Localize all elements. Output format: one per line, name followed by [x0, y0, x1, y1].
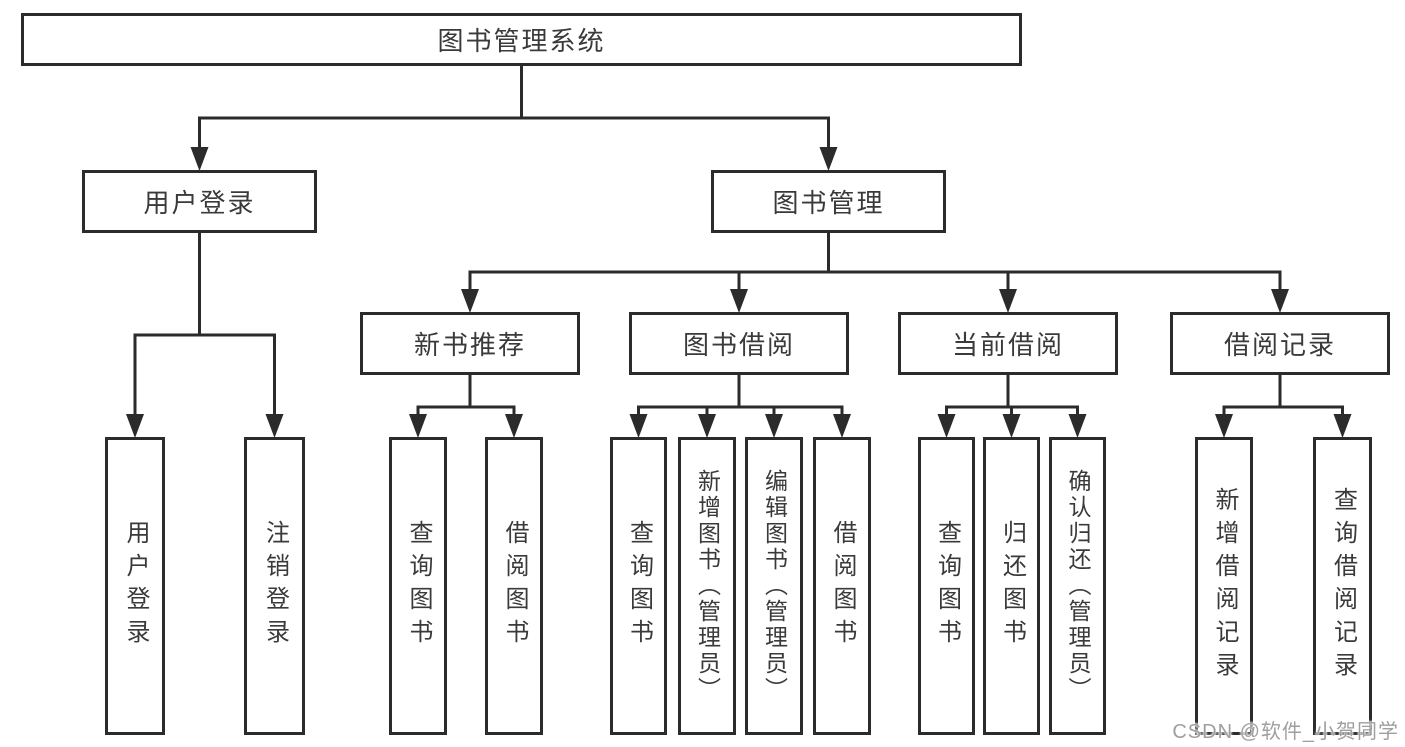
node-leaf-add-borrow-record: 新增借阅记录: [1195, 437, 1253, 735]
node-label: 借阅记录: [1223, 330, 1336, 360]
node-label: 借阅图书: [501, 520, 528, 652]
arrowhead-icon: [698, 414, 716, 438]
node-leaf-borrow-books-1: 借阅图书: [485, 437, 543, 735]
node-borrowing-records: 借阅记录: [1170, 312, 1390, 375]
arrowhead-icon: [126, 414, 144, 438]
arrowhead-icon: [819, 147, 838, 171]
node-label: 用户登录: [122, 520, 149, 652]
arrowhead-icon: [190, 147, 209, 171]
arrowhead-icon: [730, 289, 748, 313]
arrowhead-icon: [409, 414, 427, 438]
node-book-management: 图书管理: [711, 170, 946, 233]
node-book-borrowing: 图书借阅: [629, 312, 849, 375]
arrowhead-icon: [1333, 414, 1352, 438]
node-label: 查询图书: [625, 520, 653, 652]
node-leaf-query-books-1: 查询图书: [389, 437, 447, 735]
node-label: 归还图书: [998, 520, 1026, 652]
node-label: 编辑图书（管理员）: [761, 469, 788, 703]
node-leaf-user-login: 用户登录: [105, 437, 165, 735]
node-label: 新书推荐: [413, 330, 526, 360]
node-label: 当前借阅: [951, 330, 1064, 360]
node-new-book-recommend: 新书推荐: [360, 312, 580, 375]
node-label: 新增借阅记录: [1211, 487, 1238, 685]
node-label: 查询借阅记录: [1329, 487, 1357, 685]
node-leaf-query-books-2: 查询图书: [610, 437, 667, 735]
node-label: 注销登录: [261, 520, 289, 652]
arrowhead-icon: [1068, 414, 1087, 438]
arrowhead-icon: [461, 289, 479, 313]
node-current-borrowing: 当前借阅: [898, 312, 1118, 375]
arrowhead-icon: [629, 414, 648, 438]
arrowhead-icon: [1215, 414, 1233, 438]
node-leaf-add-books: 新增图书（管理员）: [678, 437, 736, 735]
arrowhead-icon: [999, 289, 1017, 313]
arrowhead-icon: [833, 414, 851, 438]
node-leaf-return-books: 归还图书: [983, 437, 1040, 735]
node-label: 用户登录: [143, 188, 256, 218]
arrowhead-icon: [265, 414, 284, 438]
node-label: 查询图书: [933, 520, 961, 652]
node-user-login: 用户登录: [82, 170, 317, 233]
node-label: 确认归还（管理员）: [1065, 469, 1091, 703]
watermark: CSDN @软件_小贺同学: [1172, 721, 1399, 743]
node-label: 借阅图书: [829, 520, 856, 652]
node-label: 图书管理: [772, 188, 885, 218]
node-leaf-edit-books: 编辑图书（管理员）: [745, 437, 803, 735]
arrowhead-icon: [1002, 414, 1021, 438]
node-label: 新增图书（管理员）: [694, 469, 721, 703]
node-leaf-query-borrow-record: 查询借阅记录: [1313, 437, 1372, 735]
arrowhead-icon: [1271, 289, 1289, 313]
node-leaf-logout: 注销登录: [244, 437, 305, 735]
node-label: 图书借阅: [682, 330, 795, 360]
node-label: 查询图书: [405, 520, 432, 652]
arrowhead-icon: [765, 414, 783, 438]
node-label: 图书管理系统: [437, 26, 606, 56]
node-root: 图书管理系统: [21, 13, 1022, 66]
arrowhead-icon: [505, 414, 523, 438]
arrowhead-icon: [937, 414, 956, 438]
node-leaf-borrow-books-2: 借阅图书: [813, 437, 871, 735]
node-leaf-query-books-3: 查询图书: [918, 437, 975, 735]
node-leaf-confirm-return: 确认归还（管理员）: [1049, 437, 1106, 735]
